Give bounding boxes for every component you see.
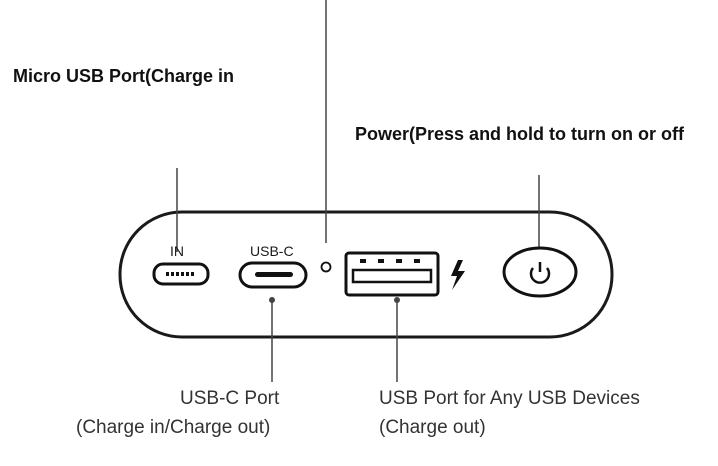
- usb-a-contact: [378, 259, 384, 263]
- device-in-label: IN: [170, 243, 184, 259]
- power-icon: [529, 262, 551, 284]
- led-indicator: [320, 261, 332, 273]
- usb-port-sublabel: (Charge out): [379, 417, 486, 438]
- usb-port-label: USB Port for Any USB Devices: [379, 388, 640, 409]
- power-button-label: Power(Press and hold to turn on or off: [355, 124, 685, 144]
- usb-a-contact: [414, 259, 420, 263]
- leader-dot-usbc: [269, 297, 275, 303]
- leader-dot-usb: [394, 297, 400, 303]
- usb-a-contact: [396, 259, 402, 263]
- usbc-port-inner: [255, 272, 293, 277]
- device-usbc-label: USB-C: [250, 243, 294, 259]
- usbc-port-label: USB-C Port: [180, 388, 280, 409]
- lightning-icon: [451, 260, 465, 290]
- usb-a-contact: [360, 259, 366, 263]
- micro-usb-port-label: Micro USB Port(Charge in: [13, 66, 235, 86]
- usb-a-port-inner: [351, 268, 433, 284]
- usbc-port-sublabel: (Charge in/Charge out): [76, 417, 271, 438]
